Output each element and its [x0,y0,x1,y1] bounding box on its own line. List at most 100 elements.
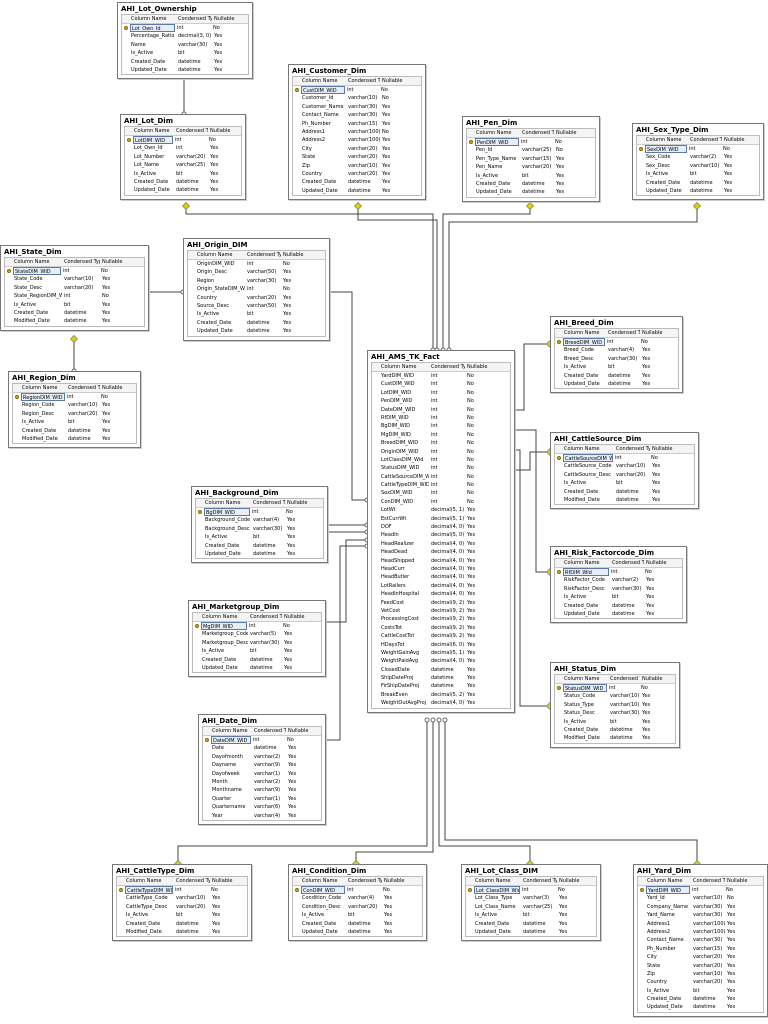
column-row[interactable]: Cityvarchar(20)Yes [638,953,763,961]
table-region-dim[interactable]: AHI_Region_DimColumn NameCondensed TypeN… [8,371,141,449]
column-row[interactable]: Updated_DatedatetimeYes [467,188,595,196]
column-row[interactable]: MgDIM_WIDintNo [372,431,510,439]
table-lot-ownership[interactable]: AHI_Lot_OwnershipColumn NameCondensed Ty… [117,2,253,80]
column-row[interactable]: DateDIM_WIDintNo [203,736,321,745]
column-row[interactable]: Yard_Idvarchar(10)No [638,894,763,902]
column-row[interactable]: Countryvarchar(20)Yes [188,294,325,302]
column-row[interactable]: Contact_Namevarchar(30)Yes [638,936,763,944]
column-row[interactable]: Address1varchar(100)Yes [638,920,763,928]
table-status-dim[interactable]: AHI_Status_DimColumn NameCondensed TypeN… [550,662,680,748]
column-row[interactable]: Pen_Idvarchar(25)No [467,146,595,154]
column-row[interactable]: ConDIM_WIDintNo [372,498,510,506]
column-row[interactable]: Statevarchar(20)Yes [293,153,421,161]
column-row[interactable]: OriginDIM_WIDintNo [188,260,325,268]
table-marketgroup-dim[interactable]: AHI_Marketgroup_DimColumn NameCondensed … [188,600,326,678]
column-row[interactable]: Created_DatedatetimeYes [466,920,596,928]
column-row[interactable]: PenDIM_WIDintNo [372,397,510,405]
column-row[interactable]: State_Descvarchar(20)Yes [5,284,144,292]
column-row[interactable]: Updated_DatedatetimeYes [637,187,759,195]
table-cattlesource-dim[interactable]: AHI_CattleSource_DimColumn NameCondensed… [550,432,699,510]
column-row[interactable]: ConDIM_WIDintNo [293,886,422,895]
column-row[interactable]: Is_ActivebitYes [125,170,241,178]
column-row[interactable]: BreedDIM_WIDintNo [555,338,678,347]
column-row[interactable]: ShipDateProjdatetimeYes [372,674,510,682]
column-row[interactable]: Region_Codevarchar(10)Yes [13,401,136,409]
column-row[interactable]: Is_ActivebitYes [193,647,321,655]
column-row[interactable]: RfDIM_WidintNo [555,568,682,577]
column-row[interactable]: Created_DatedatetimeYes [193,656,321,664]
column-row[interactable]: Is_ActivebitYes [555,363,678,371]
table-background-dim[interactable]: AHI_Background_DimColumn NameCondensed T… [191,486,328,564]
column-row[interactable]: Is_ActivebitYes [13,418,136,426]
column-row[interactable]: LotRailersdecimal(4, 0)Yes [372,582,510,590]
column-row[interactable]: Origin_StateDIM_WIDintNo [188,285,325,293]
column-row[interactable]: Pen_Type_Namevarchar(15)Yes [467,155,595,163]
column-row[interactable]: Percentage_Ratiodecimal(3, 0)Yes [122,32,248,40]
table-ams-tk-fact[interactable]: AHI_AMS_TK_FactColumn NameCondensed Type… [367,350,515,713]
column-row[interactable]: HeadShippeddecimal(4, 0)Yes [372,557,510,565]
column-row[interactable]: Yard_Namevarchar(30)Yes [638,911,763,919]
column-row[interactable]: Address2varchar(100)Yes [638,928,763,936]
column-row[interactable]: Updated_DatedatetimeYes [555,610,682,618]
column-row[interactable]: Updated_DatedatetimeYes [293,187,421,195]
column-row[interactable]: Is_ActivebitYes [293,911,422,919]
column-row[interactable]: Created_DatedatetimeYes [188,319,325,327]
column-row[interactable]: Created_DatedatetimeYes [117,920,247,928]
column-row[interactable]: State_RegionDIM_WIDintNo [5,292,144,300]
column-row[interactable]: ProcessingCostdecimal(9, 2)Yes [372,615,510,623]
column-row[interactable]: Is_ActivebitYes [188,310,325,318]
column-row[interactable]: DOFdecimal(4, 0)Yes [372,523,510,531]
column-row[interactable]: Created_DatedatetimeYes [555,602,682,610]
column-row[interactable]: WeightPaidAvgdecimal(4, 0)Yes [372,657,510,665]
table-breed-dim[interactable]: AHI_Breed_DimColumn NameCondensed TypeNu… [550,316,683,394]
column-row[interactable]: Lot_ClassDIM_WidintNo [466,886,596,895]
column-row[interactable]: HeadButlerdecimal(4, 0)Yes [372,573,510,581]
column-row[interactable]: CattleType_Descvarchar(20)Yes [117,903,247,911]
column-row[interactable]: HeadIndecimal(5, 0)Yes [372,531,510,539]
column-row[interactable]: YardDIM_WIDintNo [372,372,510,380]
column-row[interactable]: Is_ActivebitYes [466,911,596,919]
column-row[interactable]: Pen_Namevarchar(20)Yes [467,163,595,171]
column-row[interactable]: Created_DatedatetimeYes [122,58,248,66]
column-row[interactable]: Countryvarchar(20)Yes [293,170,421,178]
column-row[interactable]: Sex_Codevarchar(2)Yes [637,153,759,161]
column-row[interactable]: Monthnamevarchar(9)Yes [203,786,321,794]
column-row[interactable]: Status_Codevarchar(10)Yes [555,692,675,700]
column-row[interactable]: HeadRealizerdecimal(4, 0)Yes [372,540,510,548]
column-row[interactable]: Updated_DatedatetimeYes [193,664,321,672]
column-row[interactable]: CattleCostTotdecimal(9, 2)Yes [372,632,510,640]
column-row[interactable]: Condition_Descvarchar(20)Yes [293,903,422,911]
column-row[interactable]: Statevarchar(20)Yes [638,962,763,970]
column-row[interactable]: Modified_DatedatetimeYes [555,496,694,504]
column-row[interactable]: SexDIM_WIDintNo [372,489,510,497]
column-row[interactable]: Updated_DatedatetimeYes [638,1003,763,1011]
column-row[interactable]: CattleSourceDIM_WIDintNo [372,473,510,481]
table-lot-class-dim[interactable]: AHI_Lot_Class_DIMColumn NameCondensed Ty… [461,864,601,942]
column-row[interactable]: Is_ActivebitYes [467,172,595,180]
column-row[interactable]: Source_Descvarchar(50)Yes [188,302,325,310]
column-row[interactable]: Origin_Descvarchar(50)Yes [188,268,325,276]
column-row[interactable]: Created_DatedatetimeYes [5,309,144,317]
column-row[interactable]: CattleSource_Codevarchar(10)Yes [555,462,694,470]
column-row[interactable]: Quarternamevarchar(6)Yes [203,803,321,811]
column-row[interactable]: PenDIM_WIDintNo [467,138,595,147]
column-row[interactable]: DatedatetimeYes [203,744,321,752]
column-row[interactable]: RiskFactor_Descvarchar(30)Yes [555,585,682,593]
column-row[interactable]: Lot_Namevarchar(25)Yes [125,161,241,169]
column-row[interactable]: CustDIM_WIDintNo [293,86,421,95]
column-row[interactable]: Ph_Numbervarchar(15)Yes [638,945,763,953]
column-row[interactable]: CustDIM_WIDintNo [372,380,510,388]
column-row[interactable]: Condition_Codevarchar(4)Yes [293,894,422,902]
table-lot-dim[interactable]: AHI_Lot_DimColumn NameCondensed TypeNull… [120,114,246,200]
column-row[interactable]: Is_ActivebitYes [555,593,682,601]
column-row[interactable]: HeadDeaddecimal(4, 0)Yes [372,548,510,556]
column-row[interactable]: Created_DatedatetimeYes [467,180,595,188]
column-row[interactable]: Background_Codevarchar(4)Yes [196,516,323,524]
column-row[interactable]: Created_DatedatetimeYes [293,178,421,186]
column-row[interactable]: Namevarchar(30)Yes [122,41,248,49]
column-row[interactable]: Sex_Descvarchar(10)Yes [637,162,759,170]
column-row[interactable]: Status_Typevarchar(10)Yes [555,701,675,709]
column-row[interactable]: Created_DatedatetimeYes [555,372,678,380]
column-row[interactable]: RfDIM_WIDintNo [372,414,510,422]
column-row[interactable]: LotClassDIM_WidintNo [372,456,510,464]
